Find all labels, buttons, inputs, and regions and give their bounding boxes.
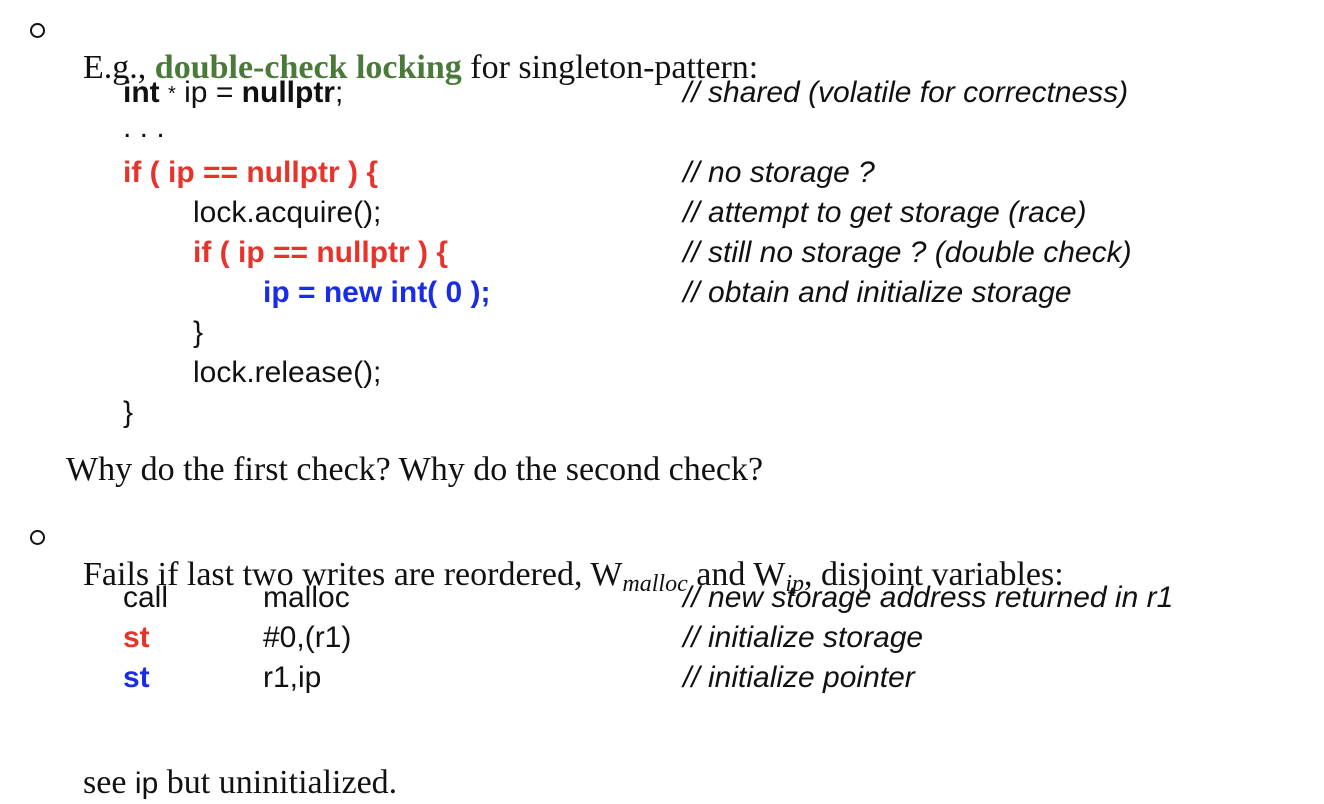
- code-text: ;: [334, 76, 344, 109]
- text: and W: [687, 556, 786, 593]
- subscript: malloc: [622, 571, 688, 597]
- code-comment: // obtain and initialize storage: [683, 276, 1072, 309]
- code-comment: // no storage ?: [683, 156, 875, 189]
- bullet-double-check: E.g., double-check locking for singleton…: [66, 8, 758, 86]
- code-comment: // initialize pointer: [683, 661, 915, 694]
- code-comment: // attempt to get storage (race): [683, 196, 1087, 229]
- bullet-reorder: Fails if last two writes are reordered, …: [66, 515, 1064, 597]
- pointer: *: [168, 83, 176, 105]
- code-comment: // initialize storage: [683, 621, 924, 654]
- code-comment: // still no storage ? (double check): [683, 236, 1132, 269]
- asm-arg: r1,ip: [263, 661, 322, 694]
- text: Fails if last two writes are reordered, …: [83, 556, 623, 593]
- text: but uninitialized.: [158, 764, 398, 801]
- code-line: }: [123, 396, 134, 429]
- code-line: }: [193, 316, 204, 349]
- bullet-icon: [30, 530, 45, 545]
- asm-op: call: [123, 581, 169, 614]
- asm-op: st: [123, 621, 150, 654]
- asm-op: st: [123, 661, 150, 694]
- text: see: [83, 764, 135, 801]
- keyword: nullptr: [241, 76, 335, 109]
- code-line: lock.acquire();: [193, 196, 382, 229]
- subscript: ip: [785, 571, 804, 597]
- code-line: ip = new int( 0 );: [263, 276, 491, 309]
- text: for singleton-pattern:: [461, 49, 759, 86]
- term-highlight: double-check locking: [154, 49, 462, 86]
- text: E.g.,: [83, 49, 155, 86]
- bullet-icon: [30, 23, 45, 38]
- code-line: lock.release();: [193, 356, 382, 389]
- asm-arg: malloc: [263, 581, 350, 614]
- text: , disjoint variables:: [804, 556, 1064, 593]
- conclusion-text: see ip but uninitialized.: [66, 723, 397, 801]
- code-comment: // new storage address returned in r1: [683, 581, 1174, 614]
- code-line: if ( ip == nullptr ) {: [123, 156, 378, 189]
- code-comment: // shared (volatile for correctness): [683, 76, 1129, 109]
- code-line: . . .: [123, 111, 165, 144]
- inline-code: ip: [134, 767, 159, 800]
- keyword: int: [123, 76, 160, 109]
- code-text: ip =: [175, 76, 242, 109]
- asm-arg: #0,(r1): [263, 621, 352, 654]
- code-line: if ( ip == nullptr ) {: [193, 236, 448, 269]
- code-line: int * ip = nullptr;: [123, 73, 343, 113]
- question-text: Why do the first check? Why do the secon…: [66, 451, 764, 488]
